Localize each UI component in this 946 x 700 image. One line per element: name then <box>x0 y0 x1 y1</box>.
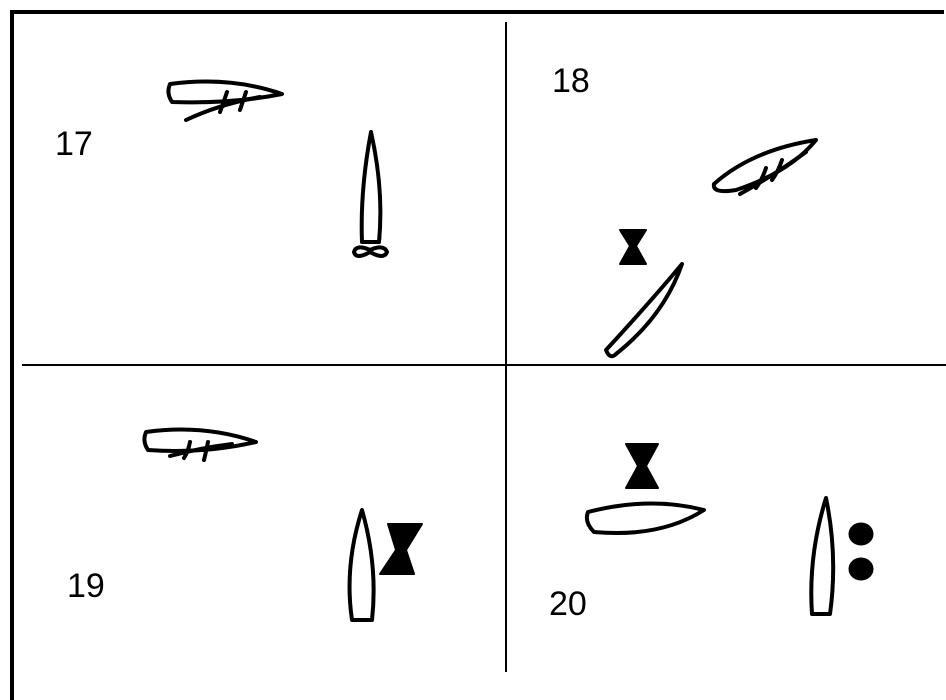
boat-stern-loops <box>354 247 387 256</box>
dot-lower-icon <box>849 558 873 580</box>
panel-20-sketch <box>587 444 873 614</box>
boat-sail-marks <box>186 92 260 120</box>
hourglass-mark-icon <box>626 444 658 488</box>
boat-vertical <box>350 510 374 620</box>
hourglass-mark-icon <box>620 230 646 264</box>
panel-19-sketch <box>144 430 422 620</box>
boat-vertical <box>811 498 833 614</box>
panel-17-sketch <box>168 82 387 256</box>
hourglass-mark-icon <box>380 524 422 574</box>
boat-diagonal-upper <box>714 140 816 191</box>
dot-upper-icon <box>849 523 873 545</box>
boat-horizontal <box>587 503 704 533</box>
boat-diagonal-lower <box>606 264 682 356</box>
panel-18-sketch <box>606 140 816 356</box>
boat-vertical <box>362 132 381 242</box>
